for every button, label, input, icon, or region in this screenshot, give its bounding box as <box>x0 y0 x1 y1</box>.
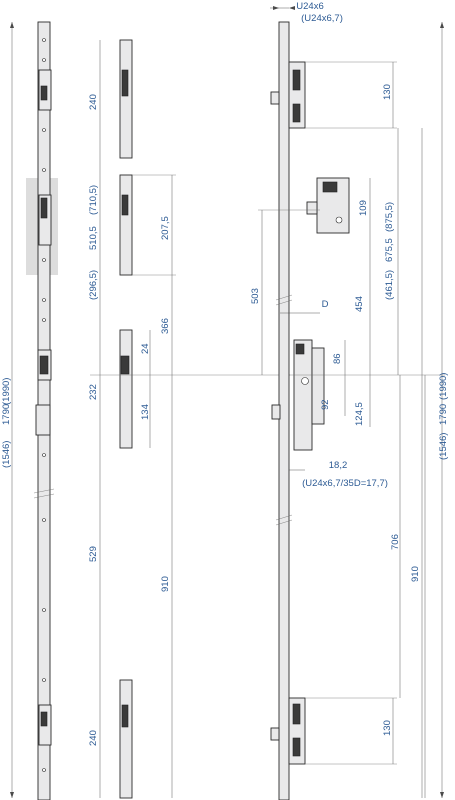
right-lock-strip <box>270 21 350 800</box>
label-r461: (461,5) <box>384 270 395 300</box>
left-keeper-dimensions <box>90 40 290 798</box>
label-l134: 134 <box>140 404 151 420</box>
label-l240-top: 240 <box>88 94 99 110</box>
label-r503: 503 <box>250 288 261 304</box>
label-r130-top: 130 <box>382 84 393 100</box>
label-r706: 706 <box>390 534 401 550</box>
label-r675: 675,5 <box>384 238 395 262</box>
label-r454: 454 <box>354 296 365 312</box>
label-right-total-b: 1790 <box>438 404 449 425</box>
label-l296: (296,5) <box>88 270 99 300</box>
label-l366: 366 <box>160 318 171 334</box>
left-lock-strip <box>26 21 58 800</box>
label-d: D <box>322 299 329 310</box>
label-backset-alt: (U24x6,7/35D=17,7) <box>302 478 388 489</box>
label-l710: (710,5) <box>88 185 99 215</box>
label-top-u: U24x6 <box>296 1 323 12</box>
label-r910: 910 <box>410 566 421 582</box>
label-top-u-alt: (U24x6,7) <box>301 13 343 24</box>
label-left-total-c: (1990) <box>1 378 12 405</box>
label-r130-bot: 130 <box>382 720 393 736</box>
label-r124: 124,5 <box>354 402 365 426</box>
left-strip-holes <box>42 38 46 772</box>
left-overall-dimension <box>10 22 14 798</box>
dimension-labels: U24x6 (U24x6,7) D 18,2 (U24x6,7/35D=17,7… <box>1 1 449 746</box>
label-l529: 529 <box>88 546 99 562</box>
label-l24: 24 <box>140 343 151 354</box>
label-r92: 92 <box>320 399 331 410</box>
label-backset: 18,2 <box>329 460 348 471</box>
label-l240-bot: 240 <box>88 730 99 746</box>
label-right-total-a: (1546) <box>438 433 449 460</box>
label-l207: 207,5 <box>160 216 171 240</box>
left-keepers <box>119 39 133 799</box>
label-left-total-a: (1546) <box>1 441 12 468</box>
right-dimensions <box>258 6 445 798</box>
label-l510: 510,5 <box>88 226 99 250</box>
label-l232: 232 <box>88 384 99 400</box>
label-left-total-b: 1790 <box>1 404 12 425</box>
label-r86: 86 <box>332 353 343 364</box>
label-r109: 109 <box>358 200 369 216</box>
label-right-total-c: (1990) <box>438 373 449 400</box>
label-l910: 910 <box>160 576 171 592</box>
label-r875: (875,5) <box>384 202 395 232</box>
